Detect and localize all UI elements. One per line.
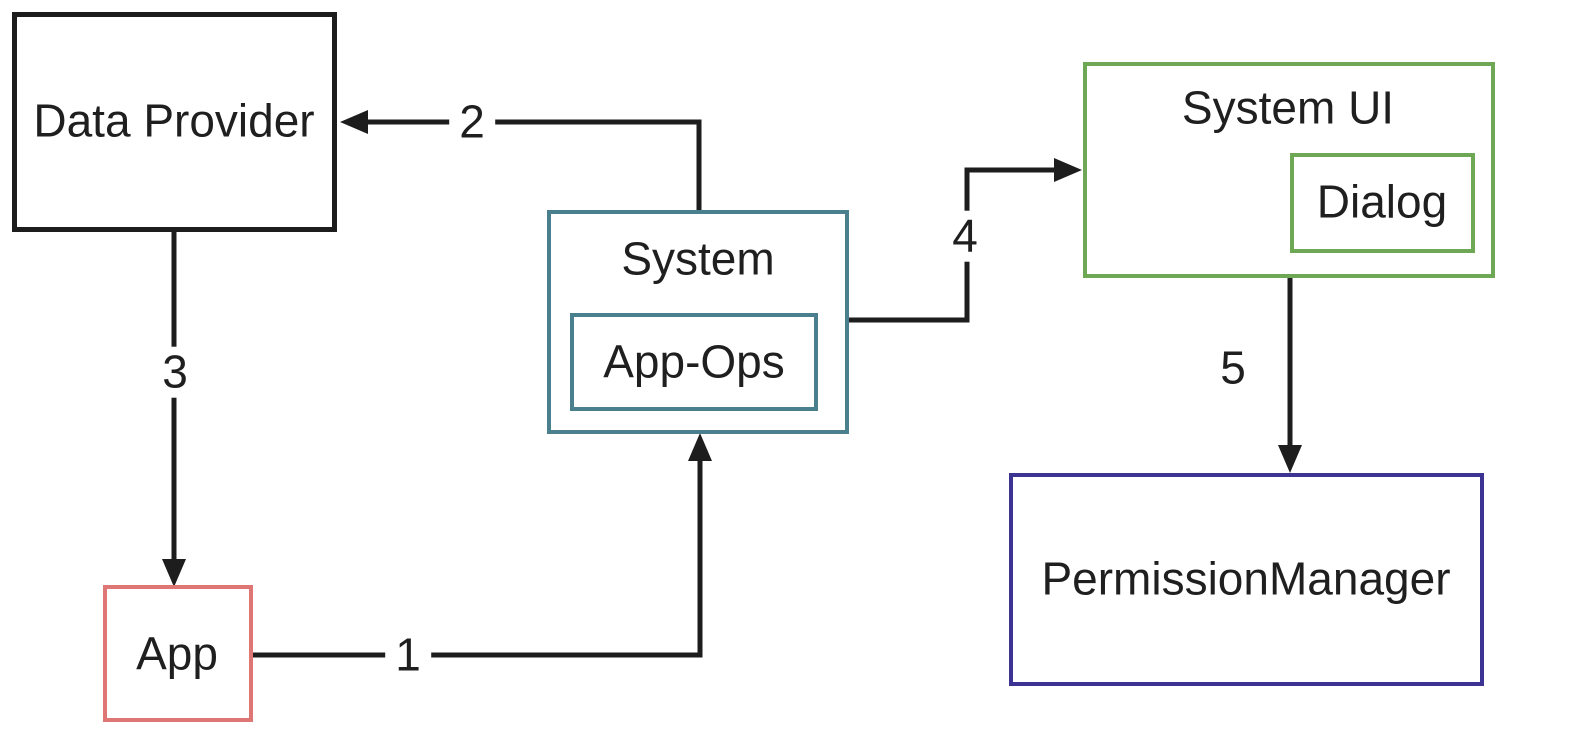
edge-label-2: 2 — [449, 97, 495, 148]
arrow-1-head — [688, 433, 712, 461]
system-ui-label: System UI — [1181, 81, 1395, 134]
edge-label-4: 4 — [942, 211, 988, 262]
arrow-2-head — [340, 110, 368, 134]
node-permission-manager — [1009, 473, 1484, 686]
edge-label-5: 5 — [1210, 343, 1256, 394]
edge-label-1: 1 — [385, 630, 431, 681]
permission-manager-label: PermissionManager — [1041, 552, 1451, 605]
arrow-2-line — [366, 119, 702, 210]
arrow-3-head — [162, 559, 186, 587]
arrow-4-head — [1054, 158, 1082, 182]
system-label: System — [621, 232, 775, 285]
arrow-heads — [162, 110, 1302, 587]
node-app-ops — [570, 313, 818, 411]
data-provider-label: Data Provider — [33, 94, 315, 147]
node-data-provider — [12, 12, 337, 232]
app-label: App — [136, 627, 218, 680]
arrow-5-head — [1278, 445, 1302, 473]
node-dialog — [1290, 153, 1475, 253]
node-app — [103, 585, 253, 722]
edge-label-3: 3 — [152, 347, 198, 398]
app-ops-label: App-Ops — [603, 335, 785, 388]
arrow-1-line — [252, 459, 703, 658]
dialog-label: Dialog — [1316, 175, 1448, 228]
